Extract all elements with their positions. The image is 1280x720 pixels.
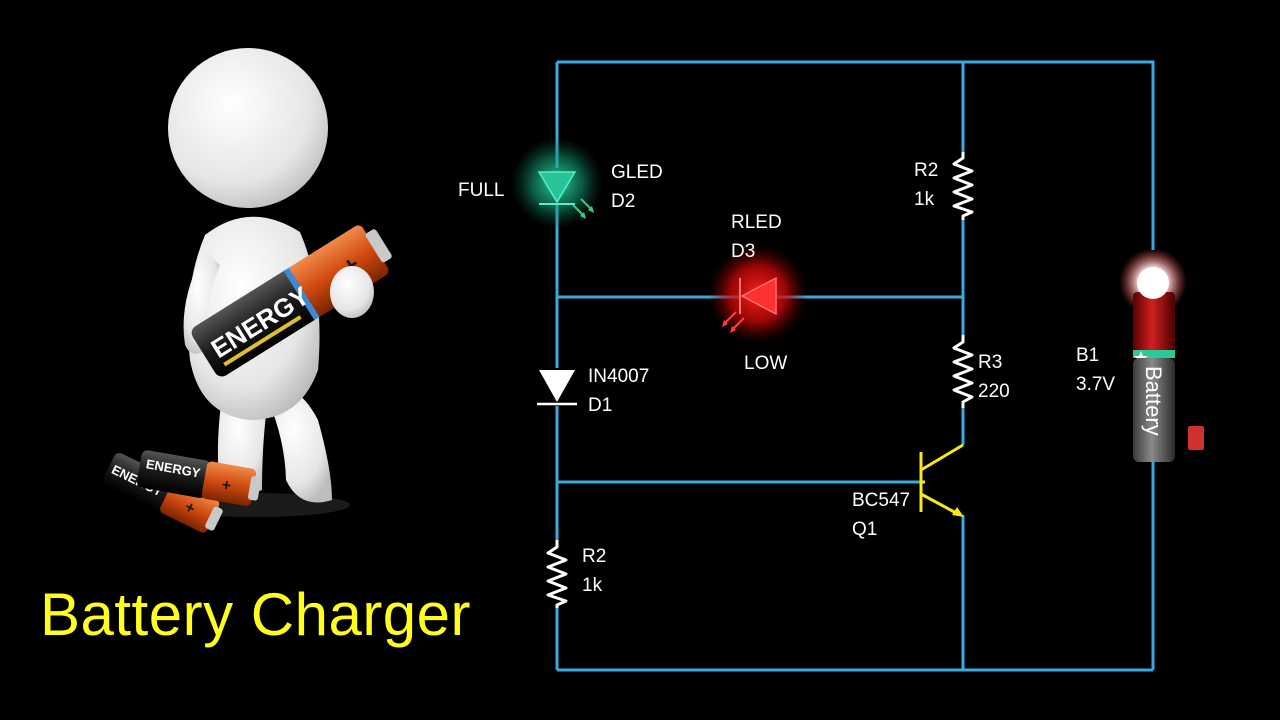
d1-name-label: IN4007 [588, 366, 650, 387]
r2-bottom-value-label: 1k [582, 575, 603, 596]
r2-bottom-name-label: R2 [582, 546, 607, 567]
figure-illustration: ENERGY + ENERGY + ENERGY + [102, 48, 392, 533]
r2-top-value-label: 1k [914, 189, 935, 210]
resistor-r2-top [952, 152, 974, 220]
diode-d1 [537, 370, 577, 406]
d3-ref-label: D3 [731, 241, 756, 262]
page-title: Battery Charger [40, 581, 472, 648]
small-battery-2-plus: + [220, 477, 232, 495]
resistor-r3 [952, 335, 974, 408]
d3-name-label: RLED [731, 212, 782, 233]
battery-b1: Battery [1119, 248, 1204, 462]
d2-name-label: GLED [611, 162, 663, 183]
b1-value-label: 3.7V [1076, 374, 1116, 395]
d3-low-label: LOW [744, 353, 788, 374]
b1-name-label: B1 [1076, 345, 1100, 366]
q1-ref-label: Q1 [852, 519, 878, 540]
resistor-r2-bottom [546, 540, 568, 608]
d2-ref-label: D2 [611, 191, 636, 212]
transistor-q1 [919, 443, 964, 517]
r3-name-label: R3 [978, 352, 1003, 373]
r3-value-label: 220 [978, 381, 1010, 402]
d1-ref-label: D1 [588, 395, 613, 416]
led-d2-green [511, 137, 603, 229]
wires [555, 60, 1155, 672]
d2-full-label: FULL [458, 180, 505, 201]
r2-top-name-label: R2 [914, 160, 939, 181]
battery-body-text: Battery [1141, 366, 1166, 436]
led-d3-red [708, 244, 808, 344]
q1-name-label: BC547 [852, 490, 911, 511]
